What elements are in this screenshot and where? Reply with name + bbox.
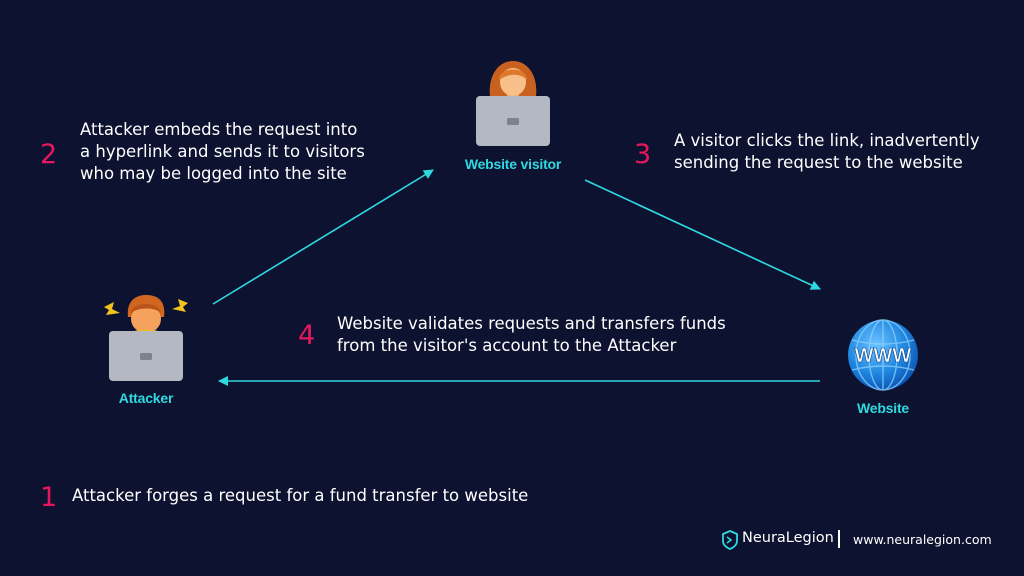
visitor-figure: [468, 58, 558, 148]
website-figure: WWW: [846, 318, 920, 392]
www-globe-icon: WWW: [848, 319, 918, 391]
person-laptop-icon: [476, 61, 550, 146]
step-2-line-3: who may be logged into the site: [80, 164, 347, 183]
step-2-line-2: a hyperlink and sends it to visitors: [80, 142, 365, 161]
step-2-number: 2: [40, 139, 58, 170]
attacker-label: Attacker: [118, 390, 174, 406]
step-3-text: A visitor clicks the link, inadvertently…: [674, 130, 1014, 174]
step-3-number: 3: [634, 139, 652, 170]
step-4-number: 4: [298, 320, 316, 351]
arrow-visitor-to-website: [584, 179, 821, 290]
step-3-line-2: sending the request to the website: [674, 153, 963, 172]
footer-url: www.neuralegion.com: [853, 532, 992, 547]
neuralegion-logo: [721, 530, 739, 550]
step-1-number: 1: [40, 482, 58, 513]
globe-text: WWW: [855, 345, 912, 367]
step-3-line-1: A visitor clicks the link, inadvertently: [674, 131, 980, 150]
step-4-line-2: from the visitor's account to the Attack…: [337, 336, 677, 355]
stressed-person-laptop-icon: [104, 295, 188, 381]
attacker-figure: [100, 293, 192, 385]
step-2-line-1: Attacker embeds the request into: [80, 120, 358, 139]
visitor-label: Website visitor: [464, 156, 562, 172]
step-4-line-1: Website validates requests and transfers…: [337, 314, 726, 333]
website-label: Website: [856, 400, 910, 416]
step-1-text: Attacker forges a request for a fund tra…: [72, 486, 529, 505]
arrow-attacker-to-visitor: [212, 169, 434, 305]
step-2-text: Attacker embeds the request into a hyper…: [80, 119, 410, 185]
step-4-text: Website validates requests and transfers…: [337, 313, 777, 357]
neuralegion-shield-icon: [722, 530, 738, 550]
footer-brand: NeuraLegion: [742, 530, 834, 546]
footer-divider: [838, 530, 840, 548]
